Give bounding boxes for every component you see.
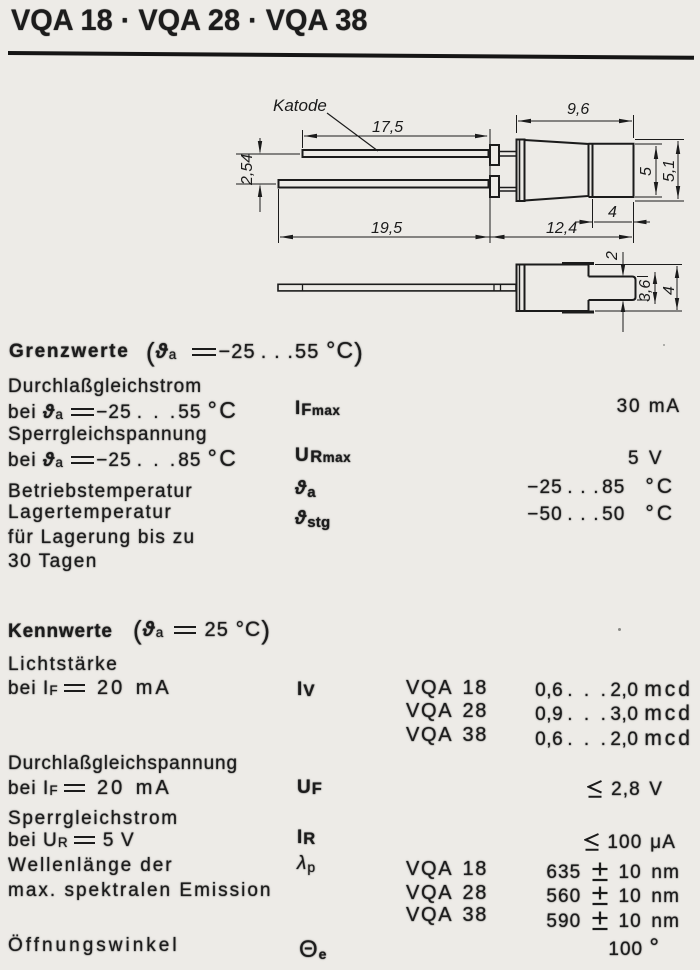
svg-text:3,6: 3,6 [637, 280, 654, 302]
svg-text:12,4: 12,4 [546, 220, 577, 237]
svg-text:4: 4 [608, 204, 617, 221]
svg-text:19,5: 19,5 [371, 220, 402, 237]
svg-text:2: 2 [604, 251, 621, 261]
svg-text:9,6: 9,6 [567, 101, 589, 118]
svg-text:2,54: 2,54 [239, 154, 256, 186]
svg-text:4: 4 [661, 286, 678, 295]
svg-text:5: 5 [638, 167, 655, 176]
svg-text:5,1: 5,1 [661, 160, 678, 182]
svg-text:Katode: Katode [273, 96, 327, 115]
svg-text:17,5: 17,5 [372, 119, 403, 136]
